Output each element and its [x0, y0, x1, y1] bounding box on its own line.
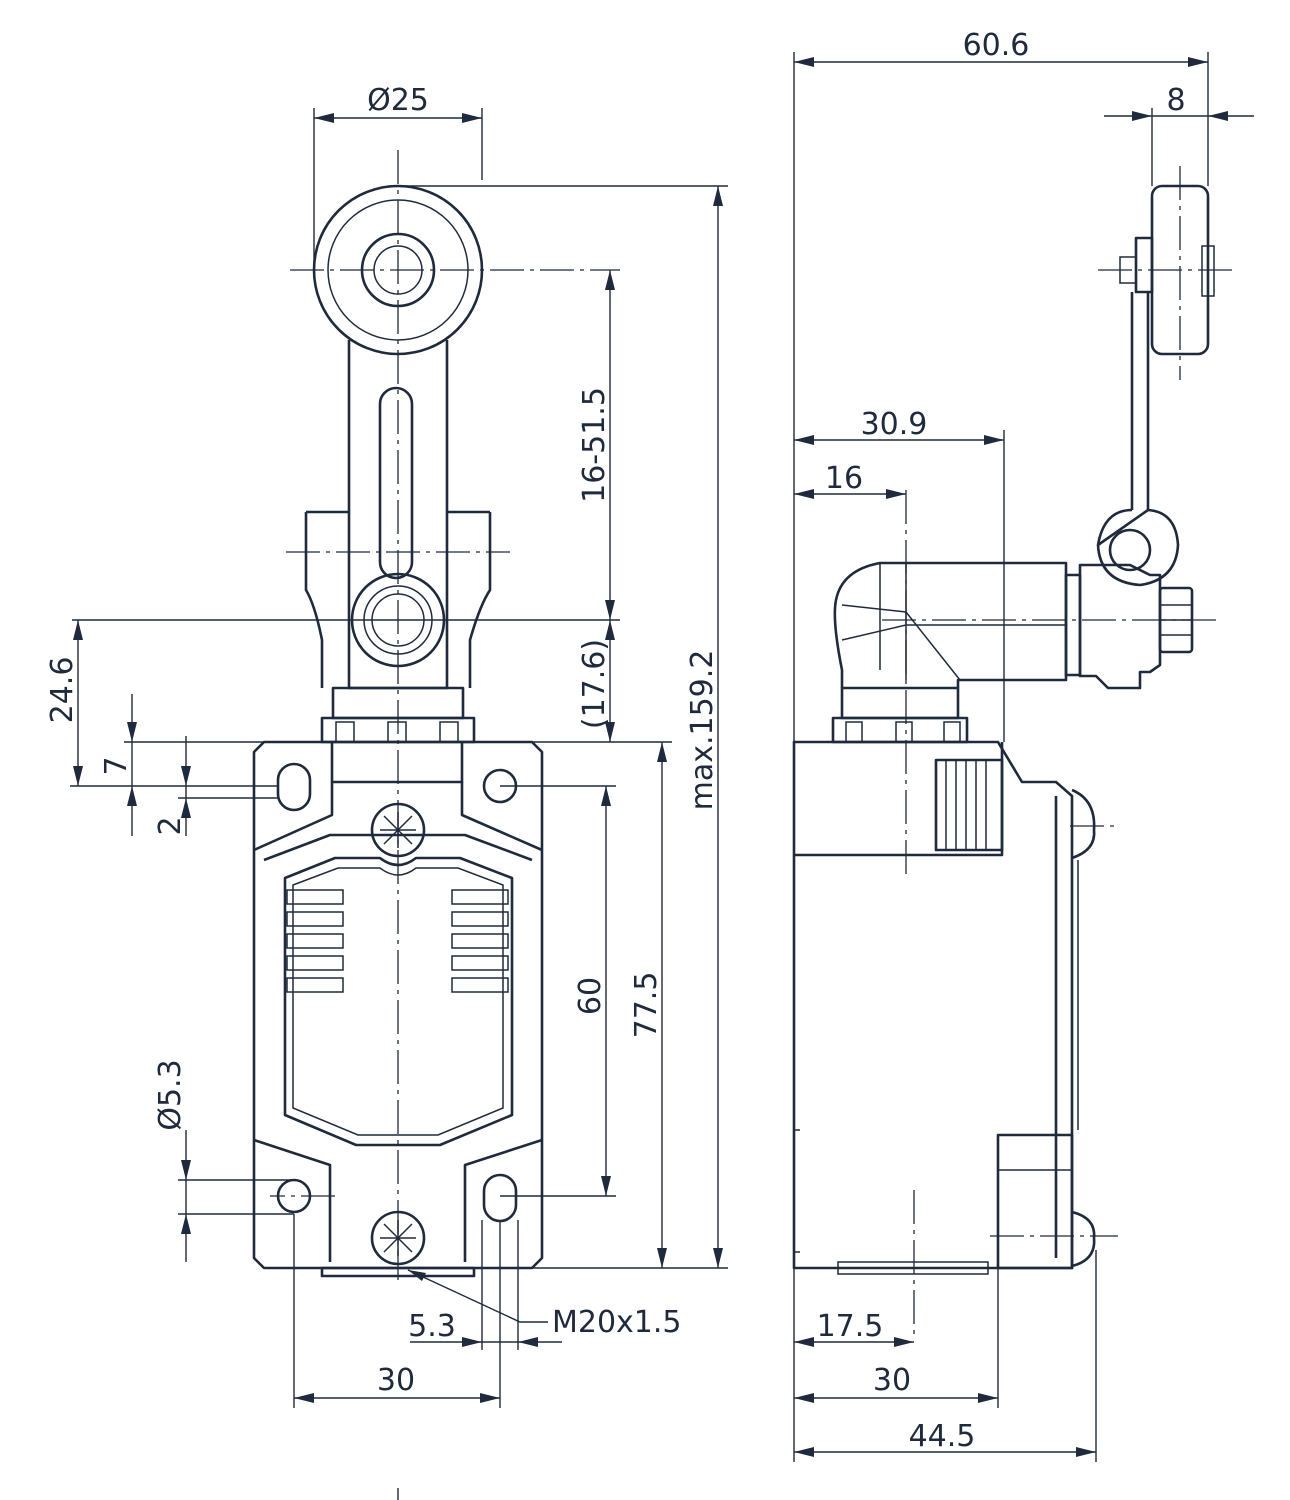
mounting-slot-bottom-right	[482, 1173, 518, 1223]
label-body-depth: 30	[873, 1363, 911, 1398]
dim-pivot-height: (17.6)	[72, 619, 620, 742]
label-body-height: 77.5	[629, 972, 664, 1039]
dim-actuator-offset: 30.9	[794, 407, 1005, 742]
dim-entry-offset: 17.5	[794, 1309, 914, 1347]
dim-slot-width: 5.3	[408, 1220, 562, 1350]
label-shaft-offset: 16	[825, 461, 863, 496]
dim-head-height: 24.6	[45, 620, 278, 787]
dim-hole-spacing: 60	[500, 785, 616, 1197]
label-roller-width: 8	[1166, 83, 1185, 118]
centerlines-side	[882, 166, 1238, 1340]
dim-body-height: 77.5	[474, 741, 672, 1268]
dim-body-depth: 30	[794, 1268, 999, 1408]
lever-arm-side	[1096, 292, 1180, 587]
actuator-head-side	[833, 561, 1068, 688]
label-hole-spacing: 60	[573, 977, 608, 1015]
front-view	[252, 150, 620, 1500]
label-pivot-height: (17.6)	[577, 639, 612, 729]
dim-overall-height: max.159.2	[270, 185, 728, 1269]
dim-shaft-offset: 16	[794, 461, 906, 499]
label-roller-diameter: Ø25	[367, 83, 429, 118]
label-head-height: 24.6	[45, 657, 80, 724]
dim-overall-depth: 60.6	[794, 28, 1209, 186]
label-hole-pitch: 30	[377, 1363, 415, 1398]
dim-roller-diameter: Ø25	[313, 83, 483, 270]
dimensions-front: Ø25 16-51.5 (17.6) max.159.2	[45, 83, 728, 1408]
label-lever-adjust: 16-51.5	[577, 387, 612, 503]
dim-lever-adjust: 16-51.5	[577, 270, 615, 620]
side-view	[792, 166, 1238, 1340]
label-flange-height: 7	[99, 756, 134, 775]
dim-hole-diameter: Ø5.3	[153, 1059, 294, 1262]
label-flange-offset: 2	[153, 816, 188, 835]
label-total-depth: 44.5	[909, 1419, 976, 1454]
dim-roller-width: 8	[1104, 83, 1254, 186]
label-hole-diameter: Ø5.3	[153, 1059, 188, 1130]
dim-flange-offset: 2	[153, 736, 278, 836]
label-cable-entry: M20x1.5	[552, 1305, 682, 1340]
label-actuator-offset: 30.9	[861, 407, 928, 442]
label-entry-offset: 17.5	[817, 1309, 884, 1344]
label-overall-height: max.159.2	[685, 650, 720, 811]
mounting-hole-top-left	[276, 762, 312, 812]
label-overall-depth: 60.6	[963, 28, 1030, 63]
vent-slots-left	[286, 889, 344, 993]
vent-slots-right	[451, 889, 509, 993]
dim-total-depth: 44.5	[794, 1250, 1097, 1462]
dim-hole-pitch: 30	[293, 1214, 501, 1408]
dimensions-side: 60.6 8 30.9 16	[793, 28, 1254, 1462]
housing-side	[792, 740, 1096, 1275]
centerlines-front	[270, 150, 620, 1500]
dim-cable-entry: M20x1.5	[407, 1269, 682, 1340]
dim-flange-height: 7	[99, 694, 332, 836]
label-slot-width: 5.3	[408, 1309, 456, 1344]
head-base-side	[831, 686, 969, 744]
